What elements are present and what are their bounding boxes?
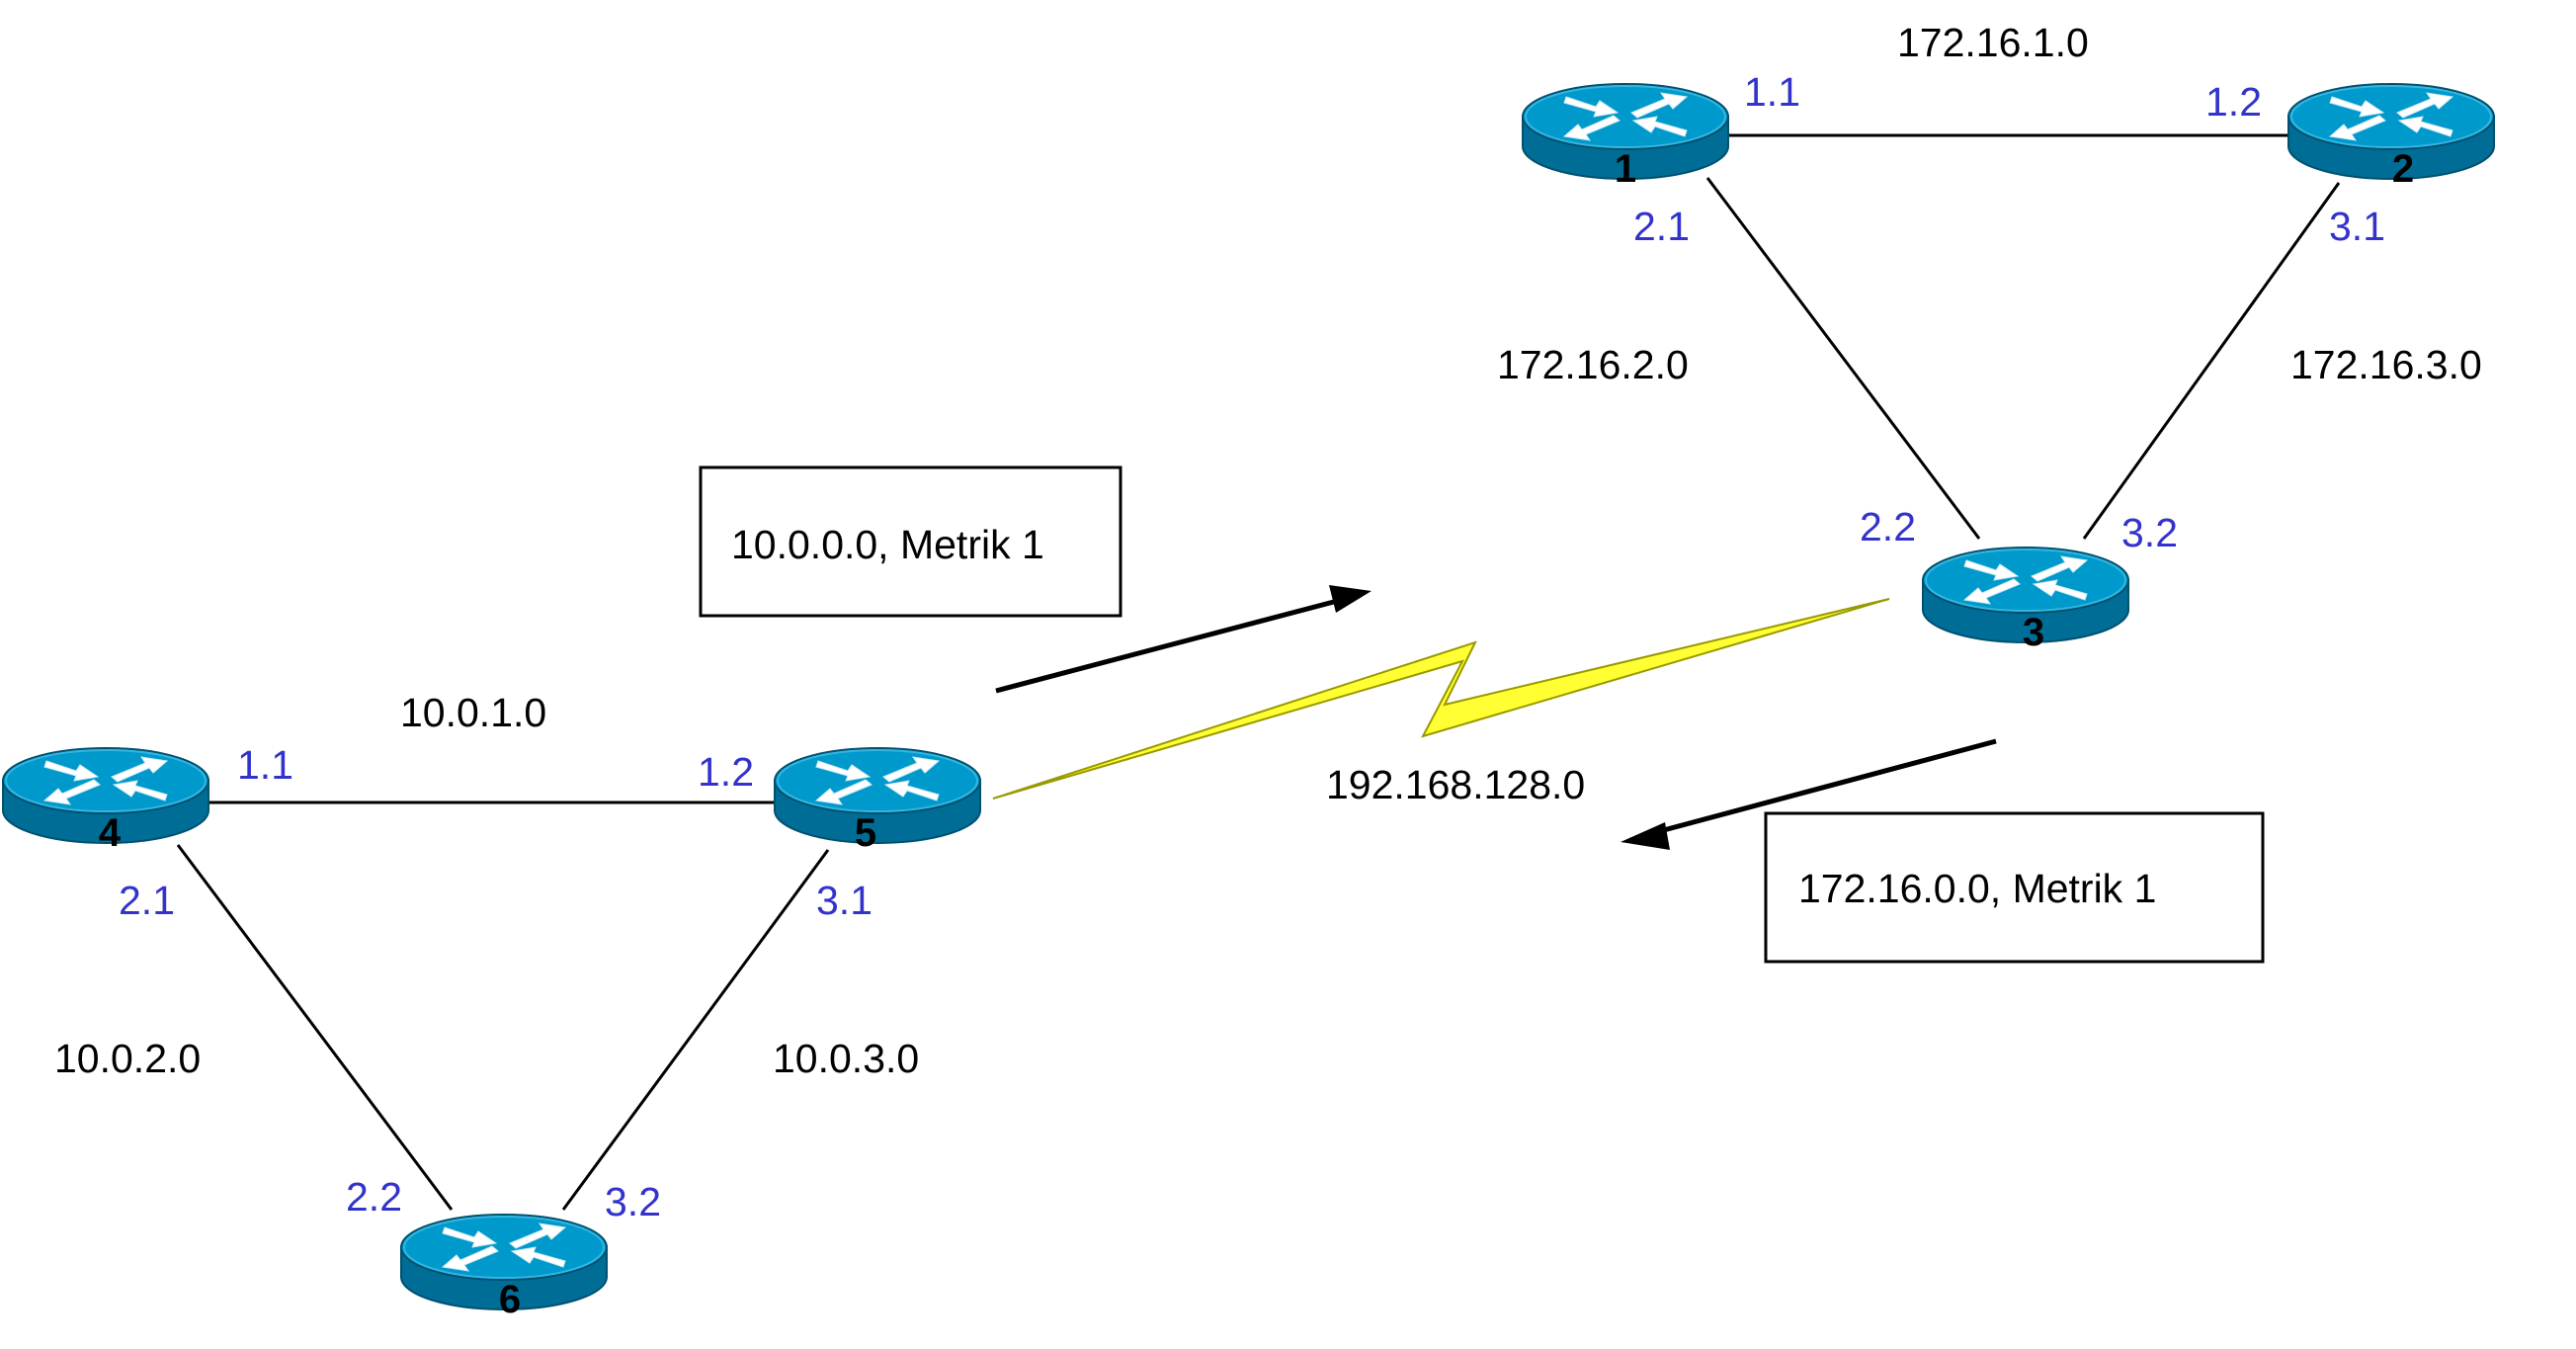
network-label-172-16-2: 172.16.2.0 xyxy=(1497,342,1689,387)
router-id: 6 xyxy=(499,1278,521,1321)
interface-label: 1.2 xyxy=(698,749,754,795)
arrow-to-right xyxy=(995,595,1350,694)
router-id: 4 xyxy=(99,811,122,855)
serial-link-r5-r3 xyxy=(992,598,1890,800)
router-5[interactable]: 5 xyxy=(774,747,981,855)
router-id: 3 xyxy=(2023,611,2044,654)
update-text-to-right: 10.0.0.0, Metrik 1 xyxy=(731,522,1044,567)
link-r5-r6 xyxy=(561,849,830,1211)
update-text-to-left: 172.16.0.0, Metrik 1 xyxy=(1798,866,2156,911)
links xyxy=(176,133,2341,1211)
arrow-to-left-head xyxy=(1620,822,1670,850)
arrow-to-right-head xyxy=(1329,585,1371,613)
router-1[interactable]: 1 xyxy=(1522,83,1729,191)
interface-label: 3.1 xyxy=(816,878,873,923)
interface-label: 2.1 xyxy=(1633,204,1690,249)
router-4[interactable]: 4 xyxy=(2,747,209,855)
interface-label: 2.2 xyxy=(346,1174,402,1220)
link-r1-r3 xyxy=(1705,177,1981,540)
interface-label: 3.2 xyxy=(2121,510,2178,555)
network-labels: 172.16.1.0 172.16.2.0 172.16.3.0 10.0.1.… xyxy=(54,20,2482,1081)
arrow-to-left xyxy=(1644,738,1997,838)
router-3[interactable]: 3 xyxy=(1922,547,2129,654)
interface-label: 3.1 xyxy=(2329,204,2385,249)
network-label-172-16-1: 172.16.1.0 xyxy=(1897,20,2089,65)
network-label-10-0-2: 10.0.2.0 xyxy=(54,1036,201,1081)
interface-label: 3.2 xyxy=(605,1179,661,1224)
interface-label: 2.1 xyxy=(119,878,175,923)
update-box-left: 10.0.0.0, Metrik 1 xyxy=(699,465,1122,618)
router-icon xyxy=(774,747,981,844)
interface-label: 1.1 xyxy=(237,742,293,788)
network-label-10-0-1: 10.0.1.0 xyxy=(400,690,546,735)
network-label-10-0-3: 10.0.3.0 xyxy=(773,1036,919,1081)
router-2[interactable]: 2 xyxy=(2287,83,2495,191)
router-6[interactable]: 6 xyxy=(400,1214,608,1321)
interface-label: 2.2 xyxy=(1860,504,1916,549)
router-id: 2 xyxy=(2392,147,2414,191)
update-arrows xyxy=(995,585,1997,850)
network-label-wan: 192.168.128.0 xyxy=(1326,762,1585,807)
link-r4-r6 xyxy=(176,844,454,1211)
router-id: 1 xyxy=(1615,147,1636,191)
router-id: 5 xyxy=(855,811,876,855)
interface-label: 1.2 xyxy=(2205,79,2262,125)
network-label-172-16-3: 172.16.3.0 xyxy=(2290,342,2482,387)
interface-labels: 1.1 2.1 1.2 3.1 2.2 3.2 1.1 2.1 1.2 3.1 … xyxy=(119,69,2385,1224)
interface-label: 1.1 xyxy=(1744,69,1800,115)
link-r2-r3 xyxy=(2082,182,2341,540)
update-box-right: 172.16.0.0, Metrik 1 xyxy=(1764,811,2265,964)
